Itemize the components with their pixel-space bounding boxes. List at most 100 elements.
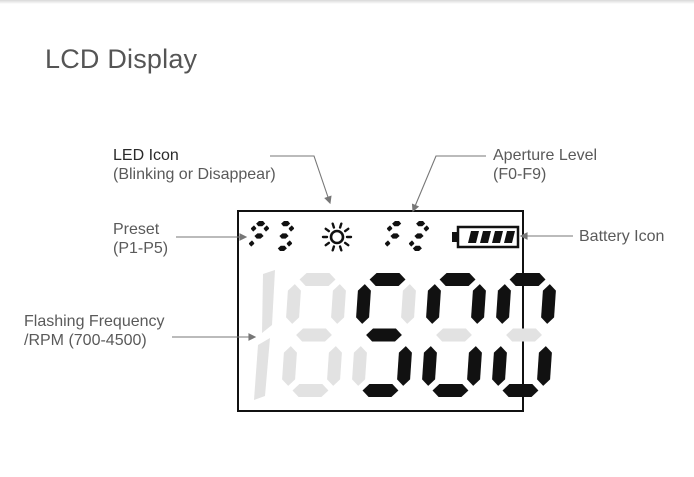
frequency-digit-2-segment-a xyxy=(439,273,476,286)
battery-icon-bar-1 xyxy=(480,231,491,243)
lcd-preset-readout xyxy=(248,221,295,251)
preset-char-1-segment-a xyxy=(281,221,291,227)
frequency-label: Flashing Frequency /RPM (700-4500) xyxy=(24,312,165,350)
page-title: LCD Display xyxy=(45,44,198,74)
led-icon-label-note: (Blinking or Disappear) xyxy=(113,166,276,183)
frequency-digit-3-segment-a xyxy=(509,273,546,286)
frequency-label-note: /RPM (700-4500) xyxy=(24,332,147,349)
frequency-digit-3 xyxy=(492,273,556,397)
frequency-digit-0-segment-f xyxy=(286,284,301,324)
lcd-frequency-readout xyxy=(254,270,556,400)
leader-frequency-arrow xyxy=(248,333,257,341)
battery-icon-bar-2 xyxy=(492,231,503,243)
battery-icon-terminal xyxy=(452,232,458,242)
frequency-digit-3-segment-d xyxy=(502,384,539,397)
frequency-digit-0-segment-c xyxy=(327,346,342,386)
battery-icon-bar-0 xyxy=(468,231,479,243)
sun-icon-ray-7 xyxy=(331,222,336,229)
sun-icon-ray-2 xyxy=(338,245,343,252)
sun-icon-ray-3 xyxy=(331,245,336,252)
sun-icon-ray-6 xyxy=(324,227,331,233)
frequency-digit-3-segment-e xyxy=(492,346,507,386)
preset-char-0-segment-g xyxy=(254,233,264,239)
frequency-digit-0-segment-a xyxy=(299,273,336,286)
aperture-char-0-segment-f xyxy=(386,225,393,232)
lcd-frame xyxy=(237,210,524,412)
leader-aperture-arrow xyxy=(411,203,420,213)
frequency-digit-3-segment-b xyxy=(541,284,556,324)
aperture-char-1-segment-d xyxy=(412,245,422,251)
lcd-aperture-readout xyxy=(384,221,430,251)
frequency-digit-2 xyxy=(422,273,486,397)
aperture-label: Aperture Level (F0-F9) xyxy=(493,146,597,184)
leader-aperture xyxy=(412,155,486,212)
battery-icon xyxy=(452,225,520,249)
frequency-digit-1-segment-f xyxy=(356,284,371,324)
top-divider xyxy=(0,0,694,4)
aperture-char-0 xyxy=(384,221,402,247)
frequency-digit-0-segment-e xyxy=(282,346,297,386)
preset-char-0-segment-f xyxy=(250,225,257,232)
aperture-char-0-segment-g xyxy=(390,233,400,239)
sun-icon-ray-4 xyxy=(324,241,331,247)
led-icon-label-title: LED Icon xyxy=(113,147,179,164)
frequency-leading-one-top xyxy=(262,270,275,333)
leader-led-icon-arrow xyxy=(324,195,332,205)
frequency-digit-1-segment-b xyxy=(401,284,416,324)
frequency-digit-2-segment-b xyxy=(471,284,486,324)
frequency-digit-3-segment-c xyxy=(537,346,552,386)
aperture-label-title: Aperture Level xyxy=(493,147,598,164)
leader-led-icon xyxy=(270,155,331,204)
preset-char-1-segment-c xyxy=(286,240,293,247)
preset-label: Preset (P1-P5) xyxy=(113,220,168,258)
sun-icon xyxy=(321,222,353,252)
frequency-digit-1-segment-d xyxy=(362,384,399,397)
preset-char-1-segment-d xyxy=(277,245,287,251)
frequency-label-title: Flashing Frequency xyxy=(24,313,165,330)
frequency-digit-3-segment-g xyxy=(506,328,542,342)
aperture-label-note: (F0-F9) xyxy=(493,166,547,183)
preset-char-0-segment-e xyxy=(248,240,255,247)
frequency-digit-1-segment-a xyxy=(369,273,406,286)
aperture-char-1-segment-b xyxy=(423,225,430,232)
frequency-digit-0-segment-d xyxy=(292,384,329,397)
frequency-digit-1-segment-c xyxy=(397,346,412,386)
leader-preset-arrow xyxy=(239,233,248,241)
frequency-digit-1 xyxy=(352,273,416,397)
preset-char-0-segment-a xyxy=(256,221,266,227)
frequency-digit-2-segment-e xyxy=(422,346,437,386)
leader-battery-arrow xyxy=(519,232,528,240)
battery-label: Battery Icon xyxy=(579,227,664,246)
aperture-char-0-segment-e xyxy=(384,240,391,247)
preset-char-1 xyxy=(277,221,295,251)
preset-char-0-segment-b xyxy=(263,225,270,232)
battery-label-title: Battery Icon xyxy=(579,228,665,245)
frequency-digit-0-segment-g xyxy=(296,328,332,342)
frequency-leading-one-bottom xyxy=(254,338,270,400)
frequency-digit-2-segment-c xyxy=(467,346,482,386)
frequency-digit-0-segment-b xyxy=(331,284,346,324)
frequency-digit-2-segment-g xyxy=(436,328,472,342)
frequency-digit-2-segment-f xyxy=(426,284,441,324)
frequency-digit-1-segment-e xyxy=(352,346,367,386)
frequency-digit-1-segment-g xyxy=(366,328,402,342)
preset-char-1-segment-b xyxy=(288,225,295,232)
preset-label-note: (P1-P5) xyxy=(113,240,169,257)
frequency-digit-2-segment-d xyxy=(432,384,469,397)
sun-icon-core xyxy=(329,229,345,245)
battery-icon-bar-3 xyxy=(504,231,515,243)
preset-label-title: Preset xyxy=(113,221,160,238)
aperture-char-1 xyxy=(408,221,430,251)
sun-icon-ray-9 xyxy=(343,227,350,233)
frequency-digit-0 xyxy=(282,273,346,397)
preset-char-1-segment-g xyxy=(279,233,289,239)
preset-char-0 xyxy=(248,221,270,247)
aperture-char-0-segment-a xyxy=(392,221,402,227)
sun-icon-ray-1 xyxy=(343,241,350,247)
aperture-char-1-segment-a xyxy=(416,221,426,227)
led-icon-label: LED Icon (Blinking or Disappear) xyxy=(113,146,276,184)
aperture-char-1-segment-e xyxy=(408,240,415,247)
sun-icon-ray-8 xyxy=(338,222,343,229)
aperture-char-1-segment-g xyxy=(414,233,424,239)
